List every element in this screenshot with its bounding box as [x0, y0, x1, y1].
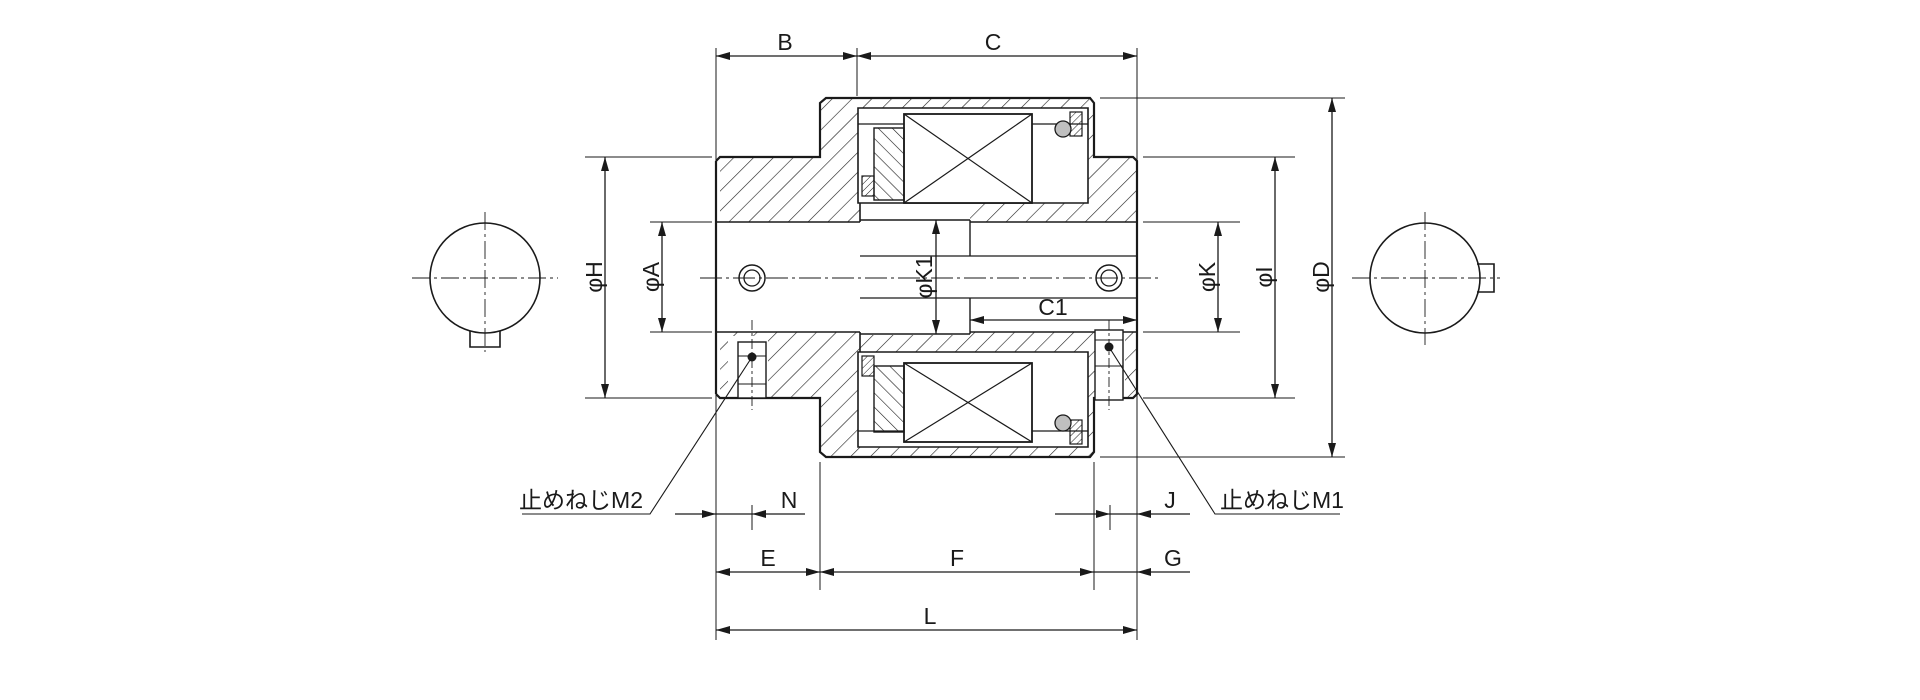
left-end-view: [412, 212, 558, 352]
dim-label-phi-d: φD: [1308, 261, 1334, 293]
extension-lines: [585, 48, 1345, 640]
dimension-lines: [601, 52, 1336, 634]
coupling-section: [700, 96, 1160, 459]
leader-lines: [522, 346, 1340, 515]
dim-label-j: J: [1164, 487, 1176, 513]
right-end-view: [1352, 212, 1500, 345]
dim-label-g: G: [1164, 545, 1182, 571]
dim-label-e: E: [760, 545, 775, 571]
dim-label-f: F: [950, 545, 964, 571]
dim-label-b: B: [777, 29, 792, 55]
dim-label-phi-k1: φK1: [911, 255, 937, 298]
dim-label-phi-a: φA: [638, 261, 664, 292]
dim-label-l: L: [924, 603, 937, 629]
dim-label-phi-h: φH: [581, 261, 607, 293]
callout-setscrew-m2: 止めねじM2: [519, 487, 643, 513]
callout-setscrew-m1: 止めねじM1: [1220, 487, 1344, 513]
dim-label-phi-k: φK: [1194, 261, 1220, 292]
dimension-labels: B C C1 E F G L N J φH φA φK1 φK φI φD 止め…: [519, 29, 1344, 629]
dim-label-n: N: [781, 487, 798, 513]
dim-label-phi-i: φI: [1251, 266, 1277, 287]
dim-label-c1: C1: [1038, 294, 1067, 320]
dim-label-c: C: [985, 29, 1002, 55]
